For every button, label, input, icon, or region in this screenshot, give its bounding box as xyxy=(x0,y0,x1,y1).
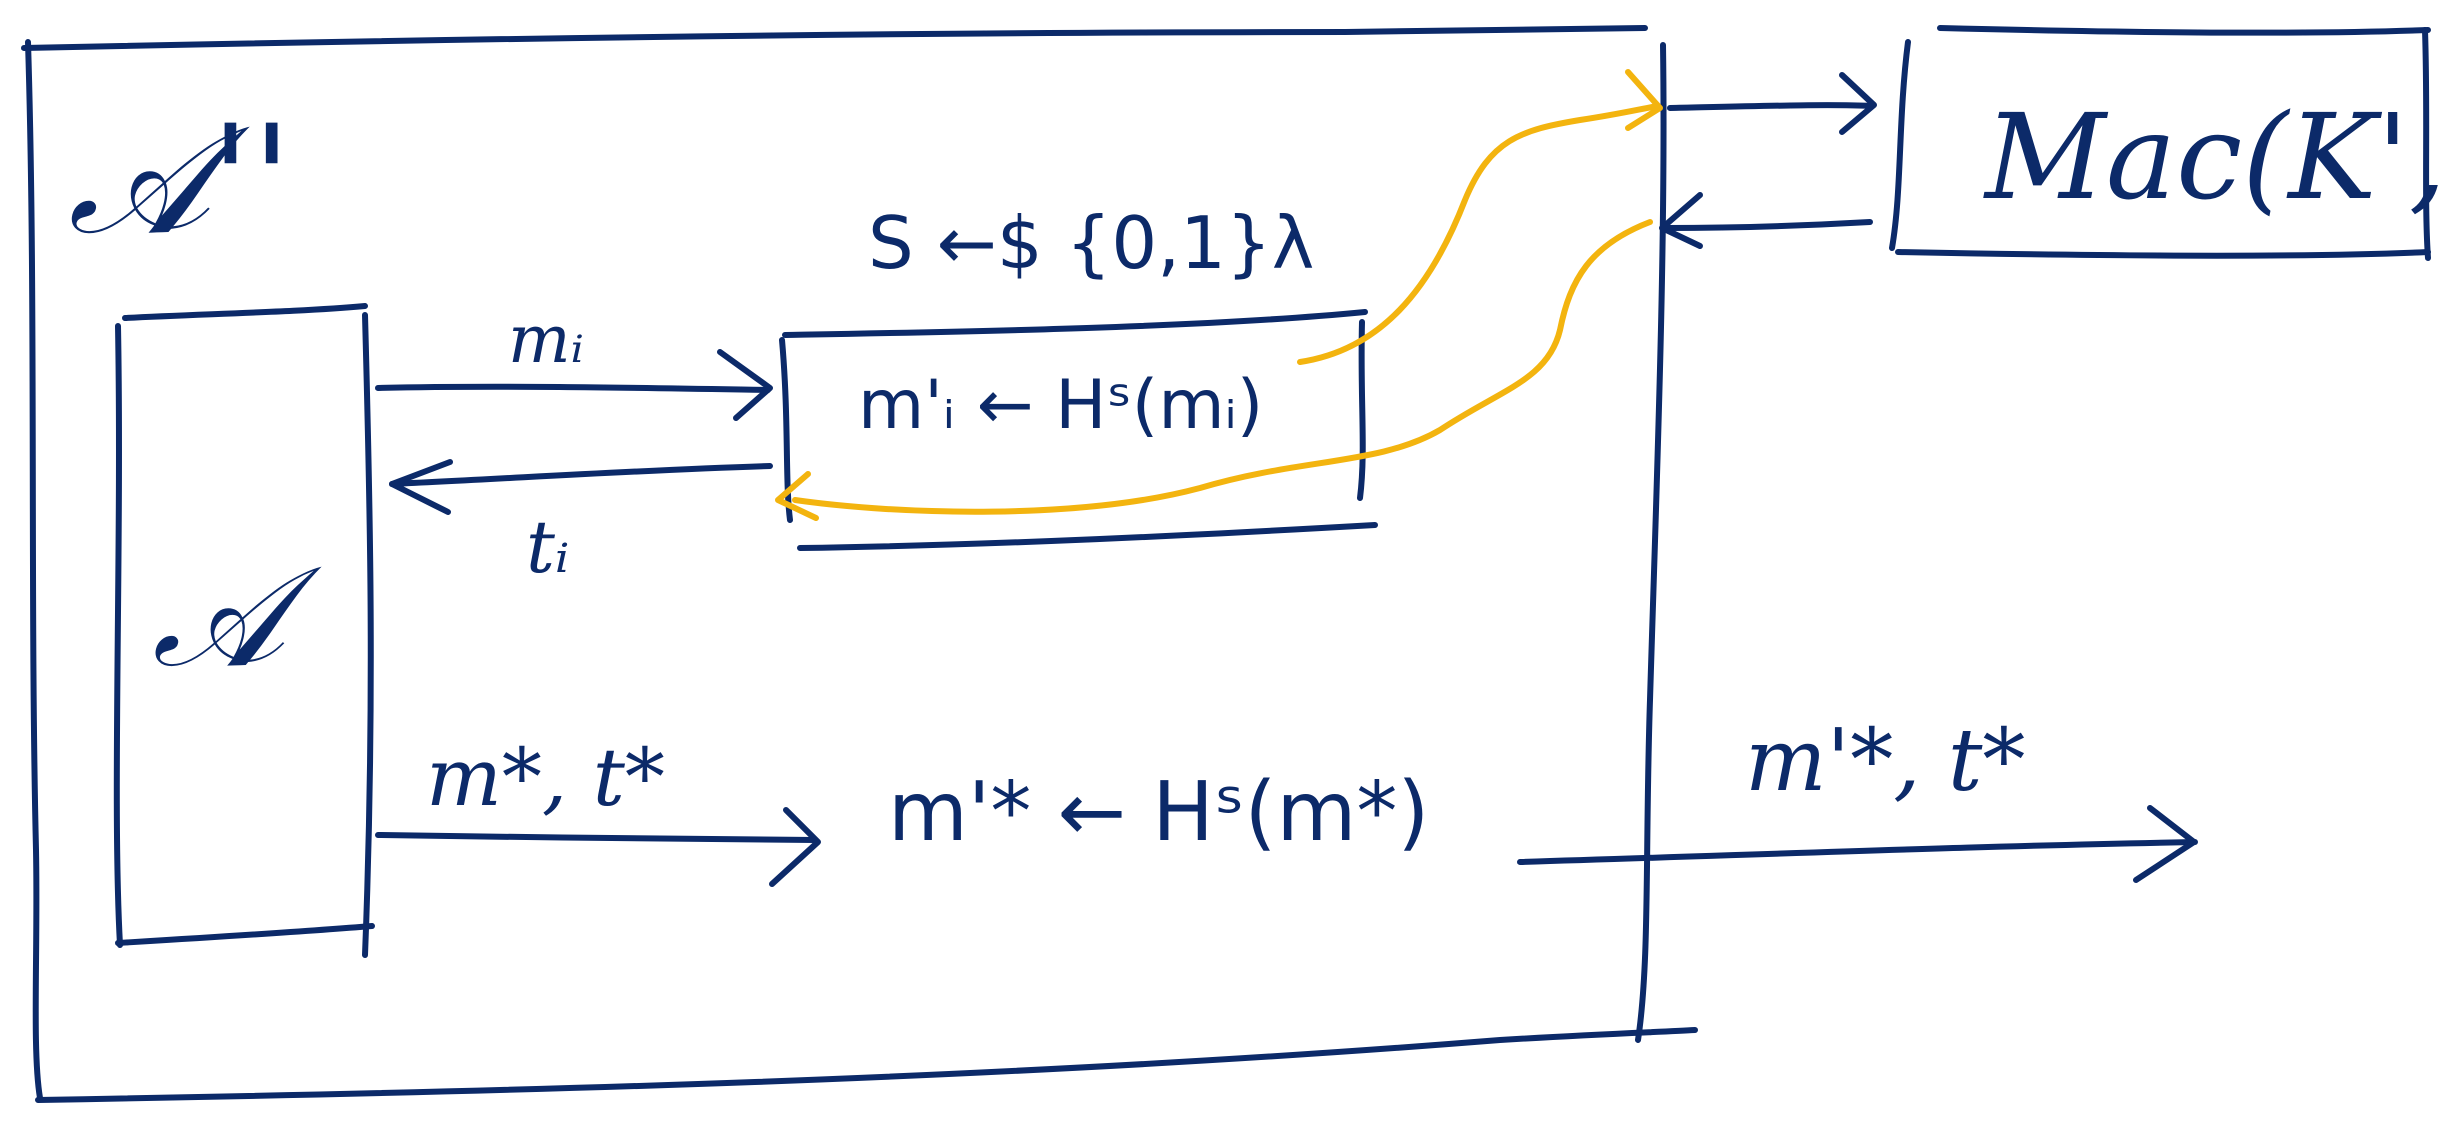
tag-response-label: tᵢ xyxy=(526,505,569,589)
key-sample-label: S ←$ {0,1}λ xyxy=(868,201,1314,285)
query-message-label: mᵢ xyxy=(508,301,584,378)
outer-adversary-label: 𝒜'' xyxy=(68,94,292,268)
arrow-forgery-in xyxy=(375,807,821,887)
arrow-from-mac xyxy=(1659,192,1873,249)
inner-adversary-label: 𝒜 xyxy=(152,536,322,699)
mac-oracle-label: Mac(K',· xyxy=(1983,88,2452,226)
outer-adversary-box xyxy=(21,25,1698,1103)
oracle-response-curve xyxy=(792,219,1653,515)
query-hash-label: m'ᵢ ← Hˢ(mᵢ) xyxy=(858,366,1263,445)
forgery-hash-label: m'* ← Hˢ(m*) xyxy=(888,765,1429,860)
oracle-response-arrowhead xyxy=(775,471,819,521)
arrow-forgery-out xyxy=(1517,805,2198,883)
inner-adversary-box xyxy=(113,303,375,958)
oracle-query-curve xyxy=(1297,103,1661,365)
arrow-to-mac xyxy=(1667,72,1877,135)
mac-oracle-box xyxy=(1889,25,2431,261)
forgery-out-label: m'*, t* xyxy=(1745,711,2025,811)
arrow-query-m xyxy=(375,349,773,421)
arrow-response-t xyxy=(389,459,773,515)
oracle-query-arrowhead xyxy=(1625,69,1663,131)
boundary-line xyxy=(1635,42,1667,1043)
forgery-in-label: m*, t* xyxy=(426,731,665,824)
